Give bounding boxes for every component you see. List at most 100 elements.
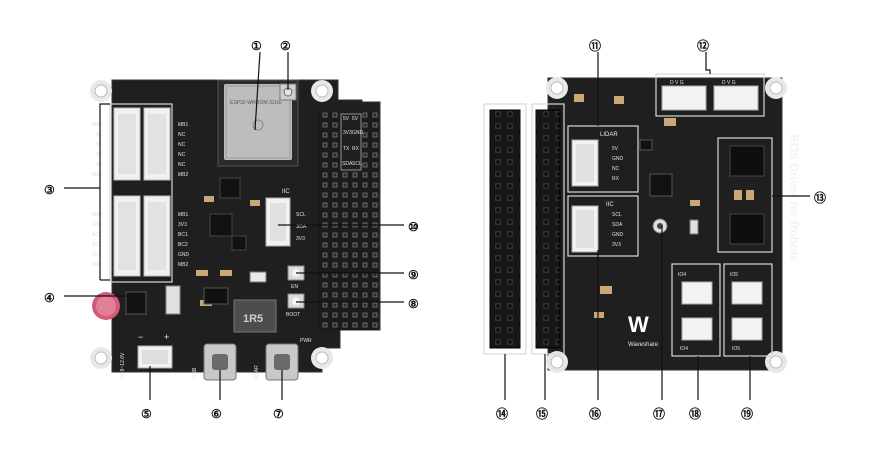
boot-button[interactable]: BOOT bbox=[286, 293, 305, 318]
svg-text:AC1: AC1 bbox=[92, 242, 102, 248]
servo-connectors: D V G D V G bbox=[655, 73, 765, 117]
mount-hole bbox=[765, 351, 787, 373]
svg-text:IO5: IO5 bbox=[730, 272, 738, 278]
motor-driver-block: ROS Driver for Robots bbox=[717, 134, 801, 262]
capacitor: - bbox=[92, 292, 120, 320]
female-header-left bbox=[483, 103, 527, 355]
svg-text:EN: EN bbox=[291, 284, 298, 290]
driver-ic bbox=[209, 213, 233, 237]
svg-text:MA2: MA2 bbox=[92, 122, 103, 128]
mount-hole bbox=[90, 80, 112, 102]
io5-connectors: IO5 IO5 bbox=[723, 263, 773, 357]
svg-text:3V3: 3V3 bbox=[296, 236, 305, 242]
svg-text:3V3: 3V3 bbox=[612, 242, 621, 248]
callout-19: ⑲ bbox=[741, 406, 753, 421]
svg-text:SDA: SDA bbox=[612, 222, 623, 228]
mount-hole bbox=[546, 77, 568, 99]
mount-hole bbox=[90, 347, 112, 369]
brand-mark: W bbox=[628, 312, 649, 337]
header-label: SCL bbox=[352, 161, 362, 167]
callout-2: ② bbox=[280, 39, 291, 53]
power-connector: DC 9~12.6V − + bbox=[120, 332, 173, 380]
header-label: RX bbox=[352, 146, 360, 152]
svg-text:GND: GND bbox=[612, 156, 624, 162]
svg-text:NC: NC bbox=[178, 132, 186, 138]
svg-text:NC: NC bbox=[612, 166, 620, 172]
callout-18: ⑱ bbox=[689, 406, 701, 421]
mount-hole bbox=[546, 351, 568, 373]
esp32-module: ESP32-WROOM-32UE bbox=[217, 79, 299, 167]
header-label: 5V bbox=[352, 116, 359, 122]
svg-text:5V: 5V bbox=[612, 146, 619, 152]
motor-connectors bbox=[109, 103, 173, 283]
svg-text:3V3: 3V3 bbox=[92, 252, 101, 258]
small-ic bbox=[231, 235, 247, 251]
callout-9: ⑨ bbox=[408, 268, 419, 282]
usb-c-port[interactable]: USB bbox=[192, 343, 237, 381]
svg-text:USB: USB bbox=[192, 367, 198, 378]
io4-connectors: IO4 IO4 bbox=[671, 263, 721, 357]
svg-text:IO4: IO4 bbox=[680, 346, 688, 352]
svg-text:IO4: IO4 bbox=[678, 272, 686, 278]
svg-text:BOOT: BOOT bbox=[286, 312, 300, 318]
svg-text:GND: GND bbox=[178, 252, 190, 258]
front-board: 5V 5V 3V3 GND TX RX SDA SCL ESP32-WROOM-… bbox=[90, 79, 381, 381]
svg-text:BC1: BC1 bbox=[178, 232, 188, 238]
callout-5: ⑤ bbox=[141, 407, 152, 421]
mount-hole bbox=[311, 80, 333, 102]
svg-text:DC 9~12.6V: DC 9~12.6V bbox=[120, 352, 126, 380]
back-board: D V G D V G LIDAR 5V GND NC RX IIC SCL S… bbox=[483, 73, 801, 373]
svg-text:GND: GND bbox=[92, 222, 104, 228]
polarity-minus: − bbox=[138, 332, 143, 342]
mount-hole bbox=[311, 347, 333, 369]
imu-chip bbox=[649, 173, 673, 197]
svg-text:MB1: MB1 bbox=[178, 122, 189, 128]
header-label: GND bbox=[352, 130, 364, 136]
svg-text:Waveshare: Waveshare bbox=[628, 342, 659, 348]
svg-text:MB1: MB1 bbox=[178, 212, 189, 218]
svg-text:3V3: 3V3 bbox=[178, 222, 187, 228]
svg-text:MA2: MA2 bbox=[92, 212, 103, 218]
callout-13: ⑬ bbox=[814, 190, 826, 205]
callout-15: ⑮ bbox=[536, 406, 548, 421]
header-label: SDA bbox=[342, 161, 353, 167]
board-title: ROS Driver for Robots bbox=[787, 134, 801, 262]
callout-4: ④ bbox=[44, 291, 55, 305]
driver-ic bbox=[219, 177, 241, 199]
svg-text:MB2: MB2 bbox=[178, 262, 189, 268]
callout-6: ⑥ bbox=[211, 407, 222, 421]
callout-11: ⑪ bbox=[589, 38, 601, 53]
svg-text:GND: GND bbox=[612, 232, 624, 238]
callout-leaders bbox=[64, 51, 810, 400]
regulator-ic bbox=[125, 291, 147, 315]
iic-connector-front: IIC SCL SDA 3V3 bbox=[265, 189, 307, 247]
encoder-left-labels: MA2 GND AC1 AC1 3V3 MA1 bbox=[92, 212, 104, 268]
svg-text:AC1: AC1 bbox=[92, 232, 102, 238]
iic-connector-back: IIC SCL SDA GND 3V3 bbox=[567, 195, 639, 257]
motor-left-labels: MA2 NC NC NC NC MA1 bbox=[92, 122, 104, 178]
svg-text:SCL: SCL bbox=[612, 212, 622, 218]
callout-17: ⑰ bbox=[653, 406, 665, 421]
callout-numbers: ① ② ③ ④ ⑤ ⑥ ⑦ ⑧ ⑨ ⑩ ⑪ ⑫ ⑬ ⑭ ⑮ ⑯ ⑰ ⑱ ⑲ bbox=[44, 38, 826, 421]
svg-text:1R5: 1R5 bbox=[243, 313, 263, 325]
svg-text:MA1: MA1 bbox=[92, 172, 103, 178]
lidar-usb-c-port[interactable]: LIDAR PWR bbox=[254, 338, 312, 381]
svg-text:NC: NC bbox=[178, 152, 186, 158]
svg-text:RX: RX bbox=[612, 176, 620, 182]
lidar-connector: LIDAR 5V GND NC RX bbox=[567, 125, 639, 193]
svg-text:NC: NC bbox=[178, 142, 186, 148]
callout-12: ⑫ bbox=[697, 38, 709, 53]
female-header-right bbox=[531, 103, 565, 355]
svg-text:IO5: IO5 bbox=[732, 346, 740, 352]
svg-text:SCL: SCL bbox=[296, 212, 306, 218]
svg-text:NC: NC bbox=[178, 162, 186, 168]
svg-text:IIC: IIC bbox=[282, 189, 290, 195]
svg-text:LIDAR: LIDAR bbox=[600, 132, 618, 138]
svg-text:MA1: MA1 bbox=[92, 262, 103, 268]
encoder-right-labels: MB1 3V3 BC1 BC2 GND MB2 bbox=[178, 212, 190, 268]
svg-text:D V G: D V G bbox=[670, 80, 684, 86]
svg-text:MB2: MB2 bbox=[178, 172, 189, 178]
motor-right-labels: MB1 NC NC NC NC MB2 bbox=[178, 122, 189, 178]
svg-text:IIC: IIC bbox=[606, 202, 614, 208]
